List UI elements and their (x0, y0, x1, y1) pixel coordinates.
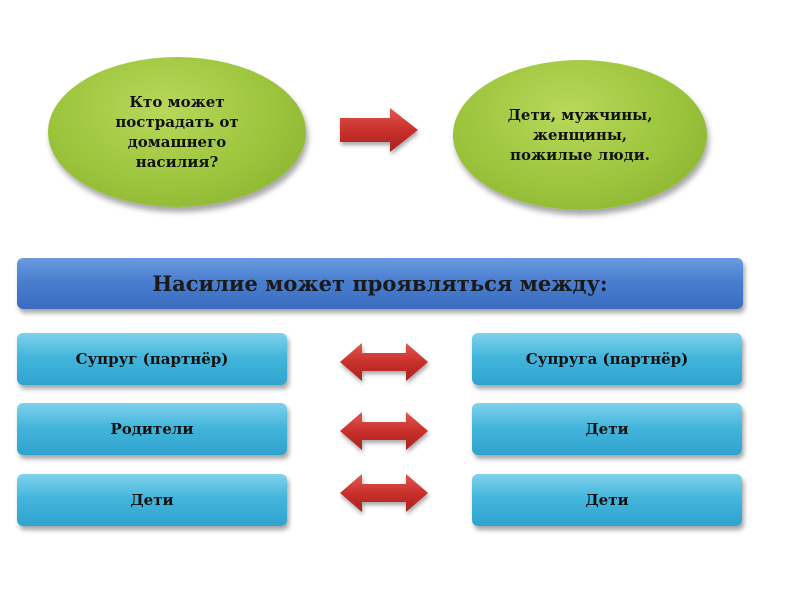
question-text: Кто может пострадать от домашнего насили… (102, 92, 252, 172)
pair-left-box: Супруг (партнёр) (17, 333, 287, 385)
pair-left-box: Родители (17, 403, 287, 455)
right-arrow-icon (340, 108, 418, 152)
question-line: насилия? (135, 153, 219, 171)
question-line: пострадать от (115, 113, 239, 131)
pair-left-box: Дети (17, 474, 287, 526)
answer-line: Дети, мужчины, (507, 106, 653, 124)
answer-text: Дети, мужчины, женщины, пожилые люди. (485, 105, 675, 165)
question-line: домашнего (127, 133, 227, 151)
double-arrow-icon (340, 474, 428, 512)
header-title: Насилие может проявляться между: (17, 258, 743, 309)
pair-right-box: Дети (472, 403, 742, 455)
question-line: Кто может (129, 93, 225, 111)
answer-line: пожилые люди. (510, 146, 650, 164)
pair-right-box: Супруга (партнёр) (472, 333, 742, 385)
answer-line: женщины, (532, 126, 628, 144)
double-arrow-icon (340, 343, 428, 381)
answer-ellipse: Дети, мужчины, женщины, пожилые люди. (453, 60, 707, 210)
double-arrow-icon (340, 412, 428, 450)
question-ellipse: Кто может пострадать от домашнего насили… (48, 57, 306, 207)
pair-right-box: Дети (472, 474, 742, 526)
